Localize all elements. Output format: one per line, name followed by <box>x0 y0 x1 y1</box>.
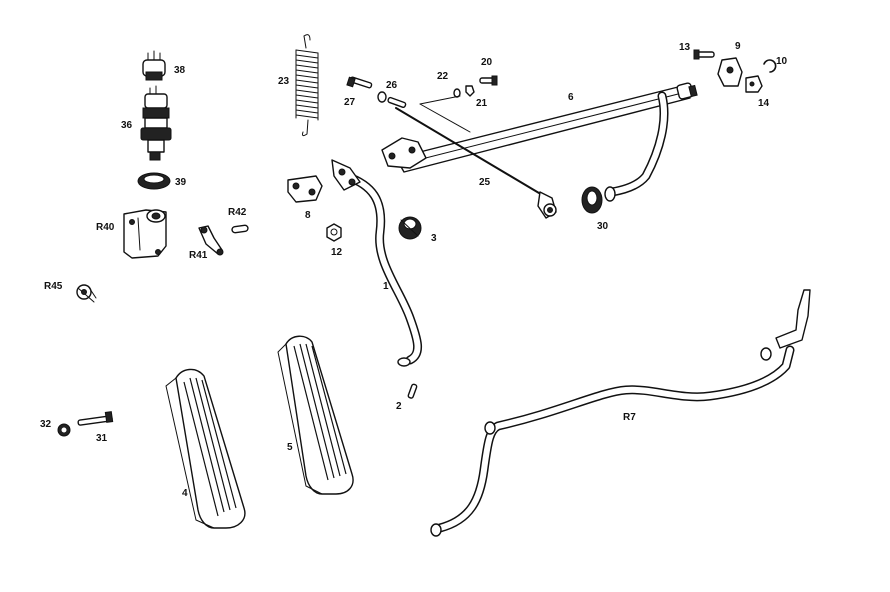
part-9-lever <box>717 57 743 87</box>
label-r41: R41 <box>189 250 208 261</box>
part-21-nut <box>465 85 475 97</box>
part-r42-pin <box>231 224 249 234</box>
part-27-bolt <box>346 76 373 89</box>
part-r7-rod <box>430 289 811 537</box>
label-32: 32 <box>40 419 52 430</box>
label-25: 25 <box>479 177 491 188</box>
label-r7: R7 <box>623 412 636 423</box>
label-14: 14 <box>758 98 770 109</box>
label-3: 3 <box>431 233 437 244</box>
part-23-spring <box>295 34 319 137</box>
label-1: 1 <box>383 281 389 292</box>
part-20-bolt <box>479 75 498 86</box>
label-39: 39 <box>175 177 187 188</box>
part-r40-bracket <box>123 209 167 259</box>
part-31-bolt <box>77 411 114 426</box>
label-27: 27 <box>344 97 356 108</box>
part-12-nut <box>326 223 342 242</box>
label-r45: R45 <box>44 281 63 292</box>
label-21: 21 <box>476 98 488 109</box>
part-r45-clip <box>76 284 97 303</box>
part-36-switch-body <box>140 85 172 161</box>
label-20: 20 <box>481 57 493 68</box>
part-10-clip <box>763 59 777 73</box>
label-13: 13 <box>679 42 691 53</box>
part-26-washer <box>377 91 387 103</box>
label-26: 26 <box>386 80 398 91</box>
label-30: 30 <box>597 221 609 232</box>
label-5: 5 <box>287 442 293 453</box>
part-14-block <box>745 75 763 93</box>
part-39-ring <box>137 172 171 190</box>
part-30-bush <box>581 186 603 214</box>
part-32-nut <box>57 423 71 437</box>
leader-line <box>419 95 461 105</box>
label-8: 8 <box>305 210 311 221</box>
part-38-switch <box>142 50 166 81</box>
part-3-bush <box>398 216 422 240</box>
label-23: 23 <box>278 76 290 87</box>
part-r41-lever <box>198 225 224 256</box>
part-2-pin <box>407 383 418 399</box>
part-1-pedal-rod <box>331 159 422 367</box>
label-r40: R40 <box>96 222 115 233</box>
part-8-bracket <box>287 175 323 203</box>
label-22: 22 <box>437 71 449 82</box>
label-10: 10 <box>776 56 788 67</box>
label-12: 12 <box>331 247 343 258</box>
label-4: 4 <box>182 488 188 499</box>
part-6-shaft <box>381 82 698 202</box>
cable-end-bolt <box>387 96 407 109</box>
label-9: 9 <box>735 41 741 52</box>
part-4-pedal <box>165 368 246 529</box>
label-36: 36 <box>121 120 133 131</box>
label-2: 2 <box>396 401 402 412</box>
part-5-pedal <box>277 335 354 495</box>
label-r42: R42 <box>228 207 247 218</box>
part-13-bolt <box>693 49 715 60</box>
label-6: 6 <box>568 92 574 103</box>
label-31: 31 <box>96 433 108 444</box>
part-25-cable <box>395 103 557 219</box>
label-38: 38 <box>174 65 186 76</box>
